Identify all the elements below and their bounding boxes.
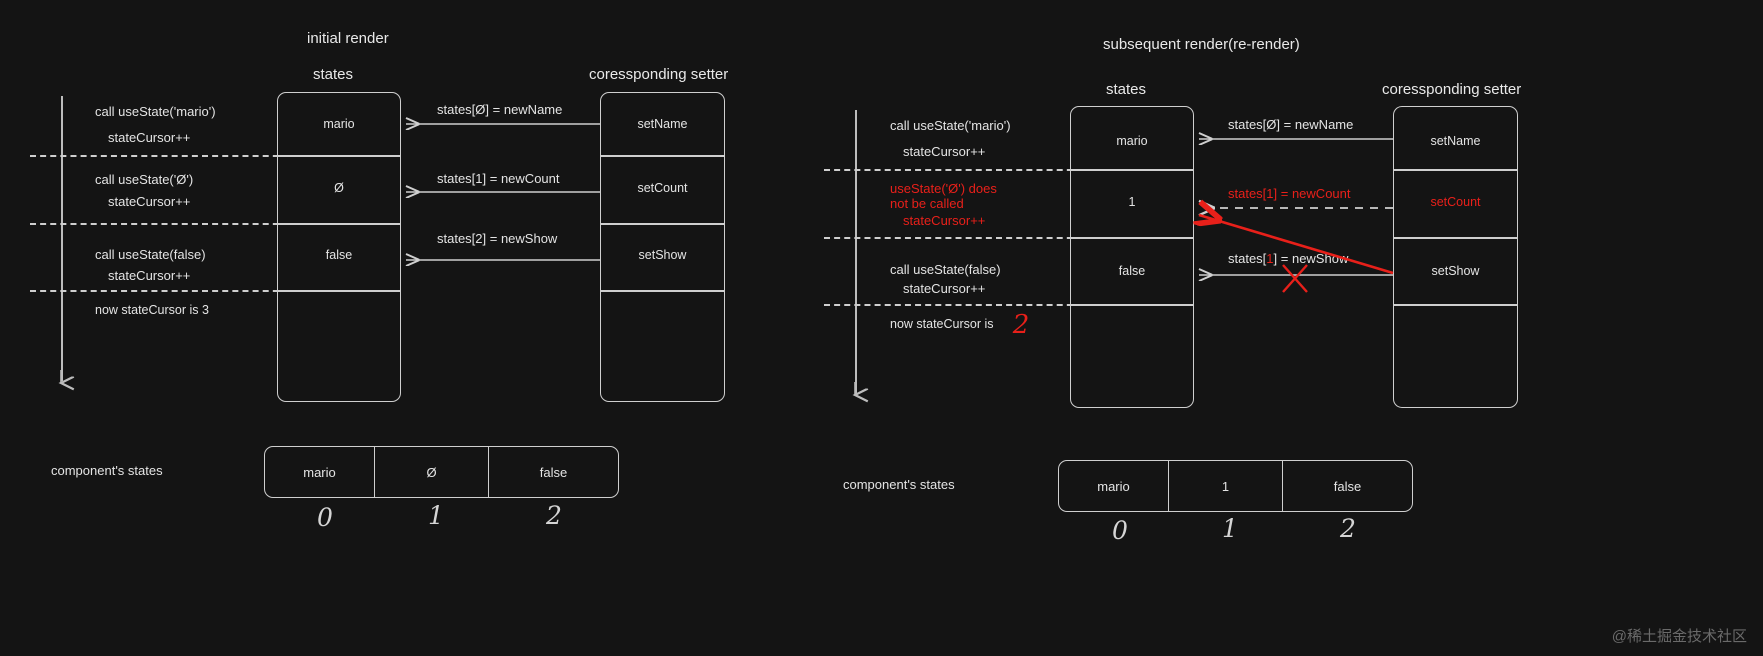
- timeline-note-1-line2-subsequent: stateCursor++: [903, 144, 986, 159]
- setters-divider-3-initial: [601, 290, 724, 292]
- dash-separator-2-initial: [30, 223, 380, 225]
- component-state-index-0-subsequent: 0: [1112, 516, 1128, 545]
- states-cell-1-subsequent: 1: [1128, 195, 1136, 209]
- cursor-note-initial: now stateCursor is 3: [95, 303, 209, 317]
- dash-separator-1-subsequent: [824, 169, 1174, 171]
- arrow-label-2-pre-subsequent: states[: [1228, 251, 1267, 266]
- component-state-cell-1-initial: Ø: [375, 447, 489, 497]
- component-state-cell-0-subsequent: mario: [1059, 461, 1169, 511]
- component-state-cell-2-initial: false: [539, 464, 568, 480]
- timeline-note-2-line1-subsequent: useState('Ø') does: [890, 181, 997, 196]
- states-divider-3-subsequent: [1071, 304, 1193, 306]
- setters-header-initial: coressponding setter: [589, 66, 729, 83]
- timeline-note-2-line2-initial: stateCursor++: [108, 194, 191, 209]
- arrow-label-2-initial: states[2] = newShow: [437, 231, 558, 246]
- watermark: @稀土掘金技术社区: [1611, 628, 1747, 645]
- timeline-note-3-line2-subsequent: stateCursor++: [903, 281, 986, 296]
- states-divider-1-initial: [278, 155, 400, 157]
- component-states-table-subsequent: mario 1 false: [1058, 460, 1413, 512]
- timeline-axis-initial: [61, 96, 63, 381]
- component-states-label-initial: component's states: [51, 463, 163, 478]
- red-cross-icon-subsequent: [1282, 264, 1308, 293]
- states-divider-2-subsequent: [1071, 237, 1193, 239]
- panel-title-initial: initial render: [307, 30, 389, 47]
- arrow-label-2-post-subsequent: ] = newShow: [1273, 251, 1349, 266]
- setters-header-subsequent: coressponding setter: [1382, 81, 1522, 98]
- setters-divider-2-initial: [601, 223, 724, 225]
- timeline-note-1-line1-subsequent: call useState('mario'): [890, 118, 1011, 133]
- setter-cell-0-subsequent: setName: [1430, 134, 1481, 148]
- setters-divider-1-initial: [601, 155, 724, 157]
- timeline-note-1-line1-initial: call useState('mario'): [95, 104, 216, 119]
- component-state-index-0-initial: 0: [317, 503, 333, 532]
- component-state-cell-2-subsequent: false: [1333, 478, 1362, 494]
- timeline-note-3-line1-initial: call useState(false): [95, 247, 206, 262]
- arrow-label-2-index-subsequent: 1: [1266, 251, 1274, 266]
- states-cell-1-initial: Ø: [334, 181, 344, 195]
- dash-separator-3-subsequent: [824, 304, 1174, 306]
- setters-box-initial: setName setCount setShow: [600, 92, 725, 402]
- setters-divider-3-subsequent: [1394, 304, 1517, 306]
- component-state-index-1-subsequent: 1: [1222, 514, 1238, 543]
- arrow-label-2-subsequent: states[1] = newShow: [1228, 251, 1348, 266]
- setter-cell-2-subsequent: setShow: [1431, 264, 1480, 278]
- dash-separator-2-subsequent: [824, 237, 1174, 239]
- cursor-note-highlight-subsequent: 2: [1012, 310, 1030, 340]
- cursor-note-subsequent: now stateCursor is: [890, 317, 994, 331]
- timeline-axis-subsequent: [855, 110, 857, 395]
- timeline-note-1-line2-initial: stateCursor++: [108, 130, 191, 145]
- setters-divider-2-subsequent: [1394, 237, 1517, 239]
- component-state-cell-1-subsequent: 1: [1169, 461, 1283, 511]
- component-states-label-subsequent: component's states: [843, 477, 955, 492]
- setters-divider-1-subsequent: [1394, 169, 1517, 171]
- setter-cell-2-initial: setShow: [638, 248, 687, 262]
- states-divider-3-initial: [278, 290, 400, 292]
- dash-separator-3-initial: [30, 290, 380, 292]
- setter-cell-0-initial: setName: [637, 117, 688, 131]
- component-states-table-initial: mario Ø false: [264, 446, 619, 498]
- component-state-index-1-initial: 1: [428, 501, 444, 530]
- dash-separator-1-initial: [30, 155, 380, 157]
- arrow-label-1-subsequent: states[1] = newCount: [1228, 186, 1351, 201]
- states-header-initial: states: [313, 66, 354, 83]
- setter-cell-1-initial: setCount: [637, 181, 688, 195]
- arrow-label-1-initial: states[1] = newCount: [437, 171, 560, 186]
- component-state-index-2-initial: 2: [546, 501, 562, 530]
- states-divider-1-subsequent: [1071, 169, 1193, 171]
- states-divider-2-initial: [278, 223, 400, 225]
- states-cell-2-subsequent: false: [1118, 264, 1146, 278]
- states-box-subsequent: mario 1 false: [1070, 106, 1194, 408]
- timeline-note-2-line1-initial: call useState('Ø'): [95, 172, 194, 187]
- timeline-note-3-line1-subsequent: call useState(false): [890, 262, 1001, 277]
- arrow-label-0-initial: states[Ø] = newName: [437, 102, 563, 117]
- states-cell-0-initial: mario: [323, 117, 355, 131]
- timeline-note-3-line2-initial: stateCursor++: [108, 268, 191, 283]
- arrow-label-0-subsequent: states[Ø] = newName: [1228, 117, 1354, 132]
- setters-box-subsequent: setName setCount setShow: [1393, 106, 1518, 408]
- states-cell-0-subsequent: mario: [1116, 134, 1148, 148]
- component-state-index-2-subsequent: 2: [1340, 514, 1356, 543]
- states-header-subsequent: states: [1106, 81, 1147, 98]
- timeline-note-2-line1b-subsequent: not be called: [890, 196, 964, 211]
- panel-title-subsequent: subsequent render(re-render): [1103, 36, 1300, 53]
- timeline-note-2-line2-subsequent: stateCursor++: [903, 213, 986, 228]
- component-state-cell-0-initial: mario: [265, 447, 375, 497]
- states-box-initial: mario Ø false: [277, 92, 401, 402]
- states-cell-2-initial: false: [325, 248, 353, 262]
- setter-cell-1-subsequent: setCount: [1430, 195, 1481, 209]
